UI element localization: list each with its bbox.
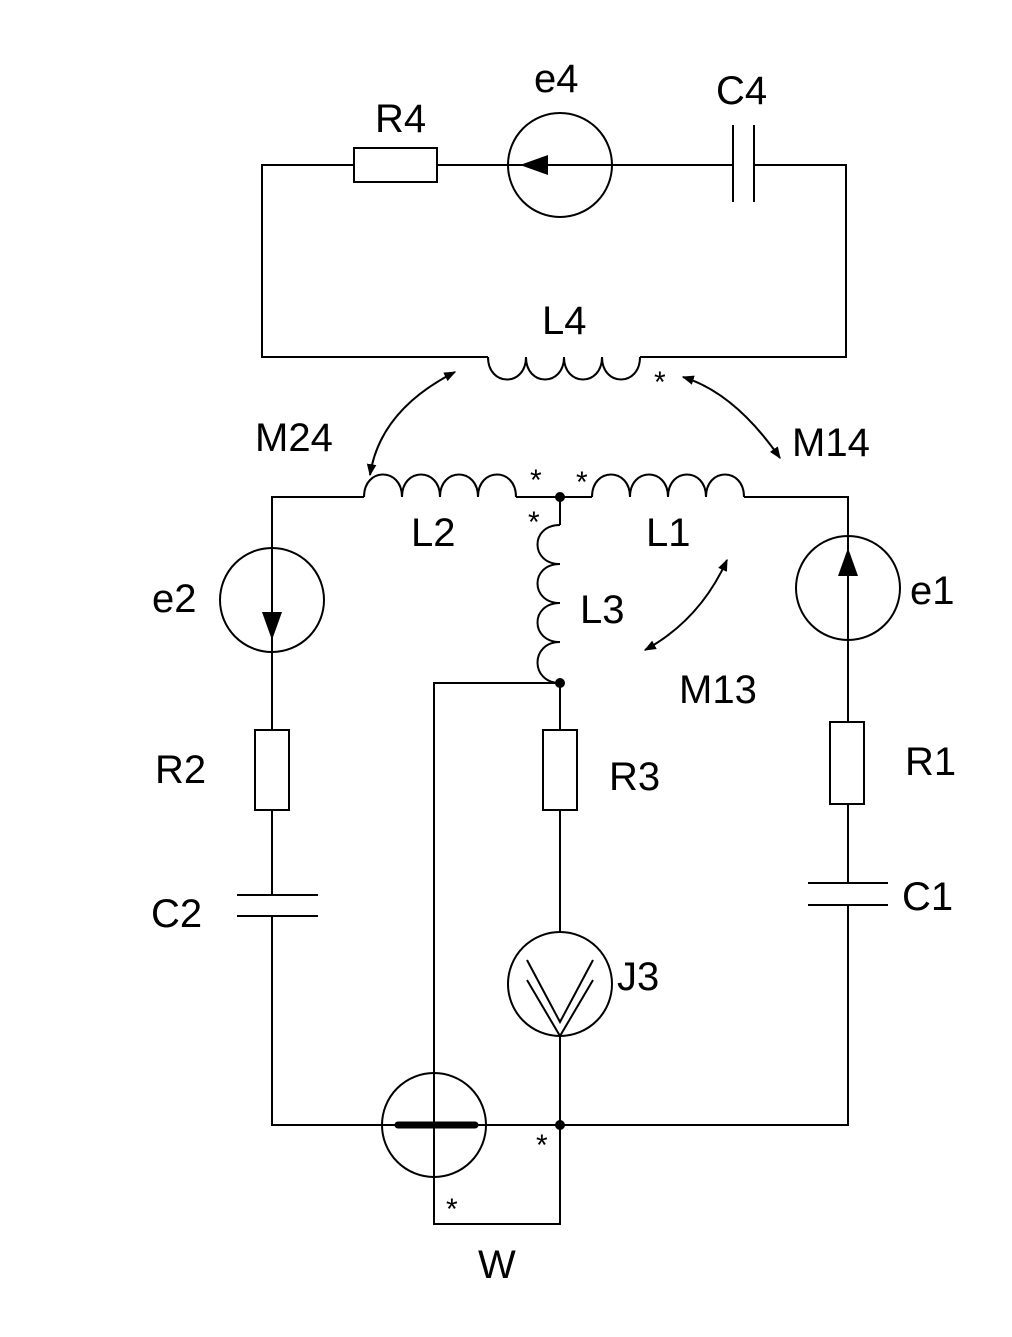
capacitor-c1 [560,804,888,1126]
resistor-r3 [542,729,578,811]
polarity-mark-l4: * [654,366,666,399]
junction-node-top [555,492,565,502]
resistor-r4 [353,147,438,183]
label-l3: L3 [580,588,625,632]
source-e1 [795,535,901,641]
inductor-l2 [363,473,517,498]
resistor-r2 [254,729,290,811]
top-loop-wires [261,164,847,358]
label-m13: M13 [679,668,757,712]
capacitor-c2 [237,810,382,1126]
inductor-l3 [536,524,561,684]
inductor-l1 [591,473,745,498]
coupling-arrow-m14 [681,375,781,459]
label-r3: R3 [609,755,660,799]
label-r2: R2 [155,748,206,792]
label-e4: e4 [534,57,579,101]
capacitor-c4 [732,125,755,202]
label-r1: R1 [905,740,956,784]
resistor-r1 [829,721,865,805]
label-e1: e1 [910,569,955,613]
label-l1: L1 [646,511,691,555]
label-m24: M24 [255,416,333,460]
coupling-arrow-m13 [643,558,728,651]
label-j3: J3 [617,955,659,999]
wattmeter-w [381,1072,560,1178]
label-m14: M14 [792,421,870,465]
source-e4 [507,112,613,218]
label-c2: C2 [151,892,202,936]
label-l2: L2 [411,511,456,555]
label-c4: C4 [716,69,767,113]
polarity-mark-l3: * [528,506,540,539]
polarity-mark-wattmeter-voltage: * [446,1193,458,1226]
coupling-arrow-m24 [366,371,457,477]
junction-node-middle [555,678,565,688]
polarity-mark-l1: * [576,466,588,499]
label-c1: C1 [902,875,953,919]
label-l4: L4 [542,299,587,343]
polarity-mark-wattmeter-current: * [536,1129,548,1162]
junction-node-bottom [555,1120,565,1130]
current-source-j3 [507,931,613,1038]
polarity-mark-l2: * [530,464,542,497]
label-w: W [478,1243,516,1287]
inductor-l4 [487,356,641,381]
label-r4: R4 [375,97,426,141]
label-e2: e2 [152,577,197,621]
source-e2 [219,547,325,653]
